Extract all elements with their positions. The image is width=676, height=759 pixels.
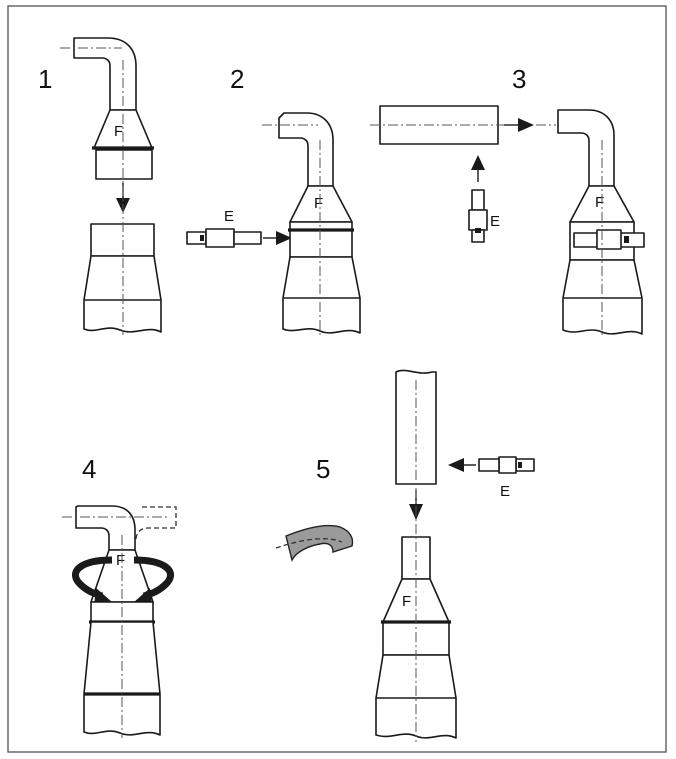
step-4-label-f: F <box>116 552 125 569</box>
step-2-arrow-right <box>276 231 292 245</box>
step-3-arrow-right <box>518 118 534 132</box>
step-number-2: 2 <box>230 64 244 94</box>
step-2-label-f: F <box>314 195 323 212</box>
step-1-group: 1 F <box>38 37 162 335</box>
step-1-collar <box>95 149 153 180</box>
step-3-label-e: E <box>490 213 500 230</box>
step-5-label-f: F <box>402 593 411 610</box>
step-number-1: 1 <box>38 64 52 94</box>
step-3-clamp-installed <box>573 229 645 250</box>
step-4-elbow <box>75 505 136 551</box>
step-2-label-e: E <box>224 208 234 225</box>
step-5-removed-elbow <box>285 524 354 563</box>
step-4-ghost-elbow <box>135 506 177 541</box>
step-5-clamp-e <box>478 456 535 474</box>
step-1-elbow <box>73 37 137 111</box>
step-4-chimney-section <box>83 621 161 736</box>
step-2-clamp-e <box>186 228 262 248</box>
step-5-label-e: E <box>500 483 510 500</box>
step-5-vertical-pipe <box>395 369 437 485</box>
step-2-elbow <box>278 112 334 187</box>
step-5-arrow-left <box>448 458 464 472</box>
step-2-group: 2 E F <box>186 64 361 338</box>
step-5-group: 5 E F <box>275 369 535 742</box>
step-2-chimney-section <box>282 256 361 334</box>
step-number-4: 4 <box>82 454 96 484</box>
step-number-5: 5 <box>316 454 330 484</box>
step-3-elbow <box>557 109 615 187</box>
step-3-clamp-e <box>468 189 488 243</box>
step-3-label-f: F <box>595 194 604 211</box>
step-number-3: 3 <box>512 64 526 94</box>
step-1-label-f: F <box>114 123 123 140</box>
diagram-frame <box>7 5 667 753</box>
step-3-arrow-up <box>471 155 485 170</box>
step-3-group: 3 E F <box>370 64 645 338</box>
step-2-collar <box>289 221 353 258</box>
step-4-group: 4 F <box>62 454 177 738</box>
